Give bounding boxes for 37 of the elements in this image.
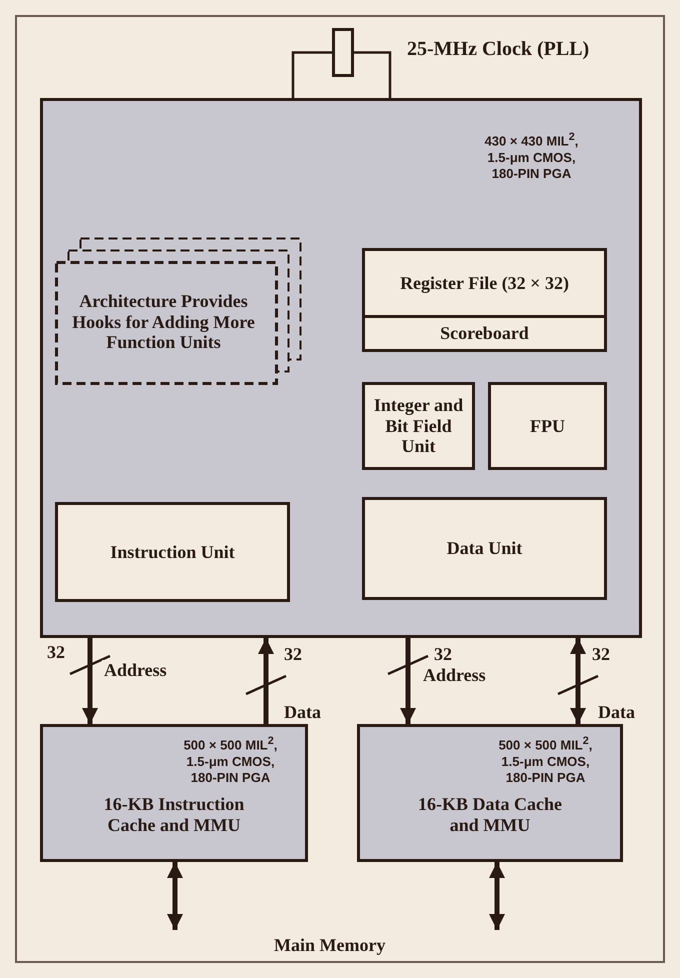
unit-box xyxy=(488,382,607,470)
unit-name: Integer and Bit Field Unit xyxy=(372,394,464,458)
memory-label: Main Memory xyxy=(273,935,386,956)
spec-text: 430 × 430 MIL$^{2}$, 1.5-μm CMOS, 180-PIN PGA xyxy=(484,131,580,182)
unit-name: Register File (32 × 32) xyxy=(399,272,570,294)
unit-name: Data Unit xyxy=(446,538,524,559)
unit-box xyxy=(55,502,290,602)
unit-box xyxy=(362,315,607,352)
bus-width-label: 32 xyxy=(433,644,453,665)
spec-text: 500 × 500 MIL$^{2}$, 1.5-μm CMOS, 180-PIN PGA xyxy=(498,735,594,786)
unit-box xyxy=(362,497,607,600)
unit-box xyxy=(362,248,607,318)
bus-arrow xyxy=(167,862,183,930)
chip-block xyxy=(357,724,623,862)
spec-text: 500 × 500 MIL$^{2}$, 1.5-μm CMOS, 180-PIN PGA xyxy=(182,735,278,786)
unit-name: FPU xyxy=(529,416,566,436)
bus-width-label: 32 xyxy=(46,642,66,663)
unit-name: Architecture Provides Hooks for Adding More Function Units xyxy=(71,290,256,353)
unit-name: 16-KB Instruction Cache and MMU xyxy=(102,794,246,836)
unit-box xyxy=(362,382,475,470)
connector-line xyxy=(292,51,332,98)
chip-block xyxy=(40,98,642,638)
bus-arrow xyxy=(570,638,586,724)
bus-arrow xyxy=(400,638,416,724)
bus-arrow xyxy=(489,862,505,930)
bus-arrow xyxy=(258,638,274,724)
stacked-units-drawing xyxy=(55,237,302,385)
crystal-oscillator-icon xyxy=(332,28,354,77)
unit-name: Instruction Unit xyxy=(109,542,236,562)
clock-label: 25-MHz Clock (PLL) xyxy=(405,38,592,61)
chip-block xyxy=(40,724,308,862)
unit-name: 16-KB Data Cache and MMU xyxy=(417,794,563,836)
bus-arrow xyxy=(82,638,98,724)
unit-name: Scoreboard xyxy=(439,323,530,344)
bus-width-label: 32 xyxy=(591,644,611,665)
bus-width-label: 32 xyxy=(283,644,303,665)
connector-line xyxy=(354,51,392,98)
